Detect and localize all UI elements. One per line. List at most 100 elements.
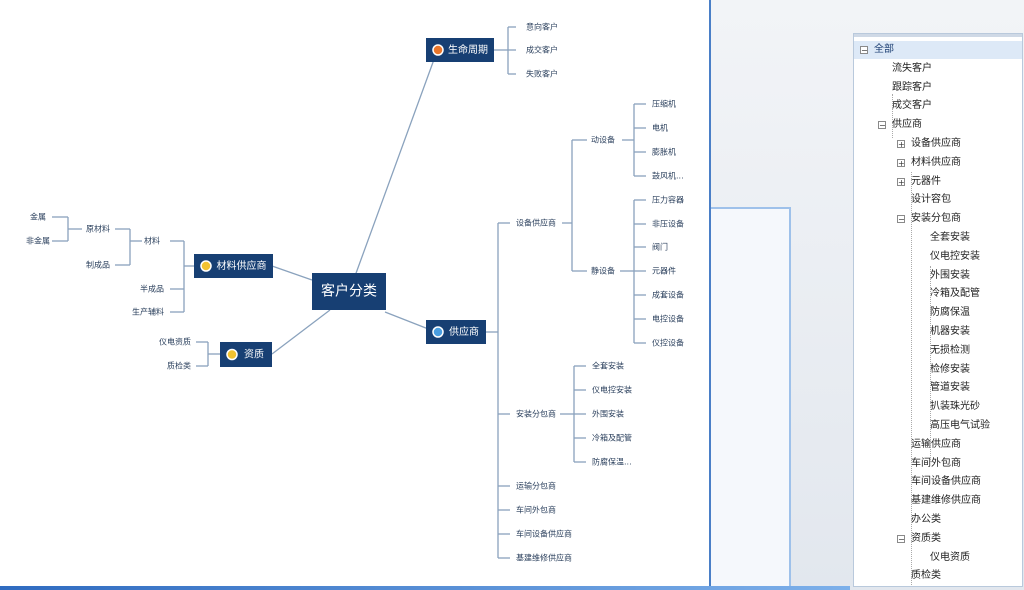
lifecycle-item-3[interactable]: 失败客户 — [526, 69, 558, 79]
tree-node-label: 全套安装 — [930, 232, 970, 243]
tree-node-label: 元器件 — [911, 175, 941, 187]
qualification-node[interactable]: 资质 — [220, 342, 272, 367]
collapse-icon[interactable]: − — [897, 534, 905, 544]
tree-node-label: 管道安装 — [930, 382, 970, 394]
install-item-1[interactable]: 全套安装 — [592, 361, 624, 371]
tree-node-label: 冷箱及配管 — [930, 288, 980, 300]
tree-node[interactable]: 跟踪客户 — [854, 79, 1022, 97]
collapse-icon[interactable]: − — [860, 46, 868, 55]
supplier-node[interactable]: 供应商 — [426, 320, 486, 344]
static-item-4[interactable]: 元器件 — [652, 266, 676, 276]
material-semi-label[interactable]: 半成品 — [140, 284, 164, 294]
tree-node-label: 材料供应商 — [911, 156, 961, 168]
material-material-label[interactable]: 材料 — [144, 236, 160, 246]
expand-icon[interactable]: + — [897, 177, 905, 187]
expand-icon[interactable]: + — [897, 140, 905, 149]
tree-node[interactable]: + 材料供应商 — [854, 154, 1022, 172]
supplier-other-4[interactable]: 基建维修供应商 — [516, 553, 572, 563]
dynamic-item-3[interactable]: 膨胀机 — [652, 147, 676, 157]
supplier-dynamic-label[interactable]: 动设备 — [591, 135, 615, 145]
tree-node-label: 运输供应商 — [911, 438, 961, 450]
collapse-icon[interactable]: − — [897, 215, 905, 225]
static-item-3[interactable]: 阀门 — [652, 242, 668, 252]
tree-node[interactable]: 仪电控安装 — [854, 248, 1022, 266]
static-item-2[interactable]: 非压设备 — [652, 219, 684, 229]
lifecycle-node[interactable]: 生命周期 — [426, 38, 494, 62]
tree-node[interactable]: −安装分包商 — [854, 210, 1022, 228]
tree-node-label: 机器安装 — [930, 326, 970, 337]
tree-node[interactable]: −供应商 — [854, 116, 1022, 134]
tree-node-label: 扒装珠光砂 — [930, 401, 980, 413]
tree-node[interactable]: 管道安装 — [854, 379, 1022, 397]
static-item-7[interactable]: 仪控设备 — [652, 338, 684, 348]
static-item-6[interactable]: 电控设备 — [652, 314, 684, 324]
tree-node[interactable]: 仪电资质 — [854, 549, 1022, 567]
dynamic-item-1[interactable]: 压缩机 — [652, 99, 676, 109]
tree-node[interactable]: 车间设备供应商 — [854, 473, 1022, 491]
material-raw-label[interactable]: 原材料 — [86, 224, 110, 234]
tree-node[interactable]: 办公类 — [854, 511, 1022, 529]
taskbar-strip — [0, 586, 850, 590]
tree-node-label: 检修安装 — [930, 363, 970, 375]
install-item-5[interactable]: 防腐保温... — [592, 457, 632, 467]
tree-node[interactable]: 基建维修供应商 — [854, 492, 1022, 510]
collapse-icon[interactable]: − — [878, 121, 886, 131]
tree-node-label: 仪电资质 — [930, 551, 970, 563]
material-supplier-node[interactable]: 材料供应商 — [194, 254, 273, 278]
tree-node-label: 设备供应商 — [911, 138, 961, 149]
install-item-3[interactable]: 外围安装 — [592, 409, 624, 419]
tree-guide-line — [892, 94, 893, 138]
supplier-other-2[interactable]: 车间外包商 — [516, 505, 556, 515]
tree-node-label: 仪电控安装 — [930, 250, 980, 262]
qualification-item-2[interactable]: 质检类 — [167, 361, 191, 371]
tree-node[interactable]: −资质类 — [854, 530, 1022, 548]
connector-root-qualification — [271, 309, 331, 355]
qualification-item-1[interactable]: 仪电资质 — [159, 337, 191, 347]
supplier-equipment-label[interactable]: 设备供应商 — [516, 218, 556, 228]
raw-item-1[interactable]: 金属 — [30, 212, 46, 222]
tree-node-label: 办公类 — [911, 514, 941, 525]
supplier-static-label[interactable]: 静设备 — [591, 266, 615, 276]
tree-node-label: 供应商 — [892, 119, 922, 131]
tree-node[interactable]: 运输供应商 — [854, 436, 1022, 454]
tree-guide-line — [930, 266, 931, 462]
static-item-1[interactable]: 压力容器 — [652, 195, 684, 205]
raw-item-2[interactable]: 非金属 — [26, 236, 50, 246]
tree-node-label: 基建维修供应商 — [911, 495, 981, 507]
tree-node-label: 成交客户 — [892, 100, 932, 112]
static-item-5[interactable]: 成套设备 — [652, 290, 684, 300]
tree-node-label: 设计容包 — [911, 194, 951, 206]
lifecycle-item-2[interactable]: 成交客户 — [526, 45, 558, 55]
tree-node[interactable]: 成交客户 — [854, 97, 1022, 115]
dynamic-item-4[interactable]: 鼓风机... — [652, 171, 684, 181]
tree-node[interactable]: −全部 — [854, 41, 1022, 59]
tree-node[interactable]: 冷箱及配管 — [854, 285, 1022, 303]
dynamic-item-2[interactable]: 电机 — [652, 123, 668, 133]
tree-node[interactable]: 检修安装 — [854, 361, 1022, 379]
expand-icon[interactable]: + — [897, 158, 905, 168]
tree-node[interactable]: 防腐保温 — [854, 304, 1022, 322]
material-auxiliary-label[interactable]: 生产辅料 — [132, 307, 164, 317]
tree-node[interactable]: + 元器件 — [854, 173, 1022, 191]
install-item-2[interactable]: 仪电控安装 — [592, 385, 632, 395]
tree-node[interactable]: 扒装珠光砂 — [854, 398, 1022, 416]
material-finished-label[interactable]: 制成品 — [86, 260, 110, 270]
lifecycle-item-1[interactable]: 意向客户 — [526, 22, 558, 32]
install-item-4[interactable]: 冷箱及配管 — [592, 433, 632, 443]
tree-node[interactable]: 无损检测 — [854, 342, 1022, 360]
tree-node[interactable]: 质检类 — [854, 567, 1022, 585]
tree-node[interactable]: 车间外包商 — [854, 455, 1022, 473]
tree-node[interactable]: 流失客户 — [854, 60, 1022, 78]
tree-node[interactable]: 设计容包 — [854, 191, 1022, 209]
root-node[interactable]: 客户分类 — [312, 273, 386, 310]
tree-node[interactable]: 机器安装 — [854, 323, 1022, 341]
tree-node-label: 无损检测 — [930, 344, 970, 356]
supplier-other-1[interactable]: 运输分包商 — [516, 481, 556, 491]
tree-node[interactable]: 高压电气试验 — [854, 417, 1022, 435]
tree-node[interactable]: 外围安装 — [854, 267, 1022, 285]
tree-node[interactable]: + 设备供应商 — [854, 135, 1022, 153]
tree-node-label: 防腐保温 — [930, 307, 970, 319]
supplier-other-3[interactable]: 车间设备供应商 — [516, 529, 572, 539]
supplier-install-label[interactable]: 安装分包商 — [516, 409, 556, 419]
tree-node[interactable]: 全套安装 — [854, 229, 1022, 247]
